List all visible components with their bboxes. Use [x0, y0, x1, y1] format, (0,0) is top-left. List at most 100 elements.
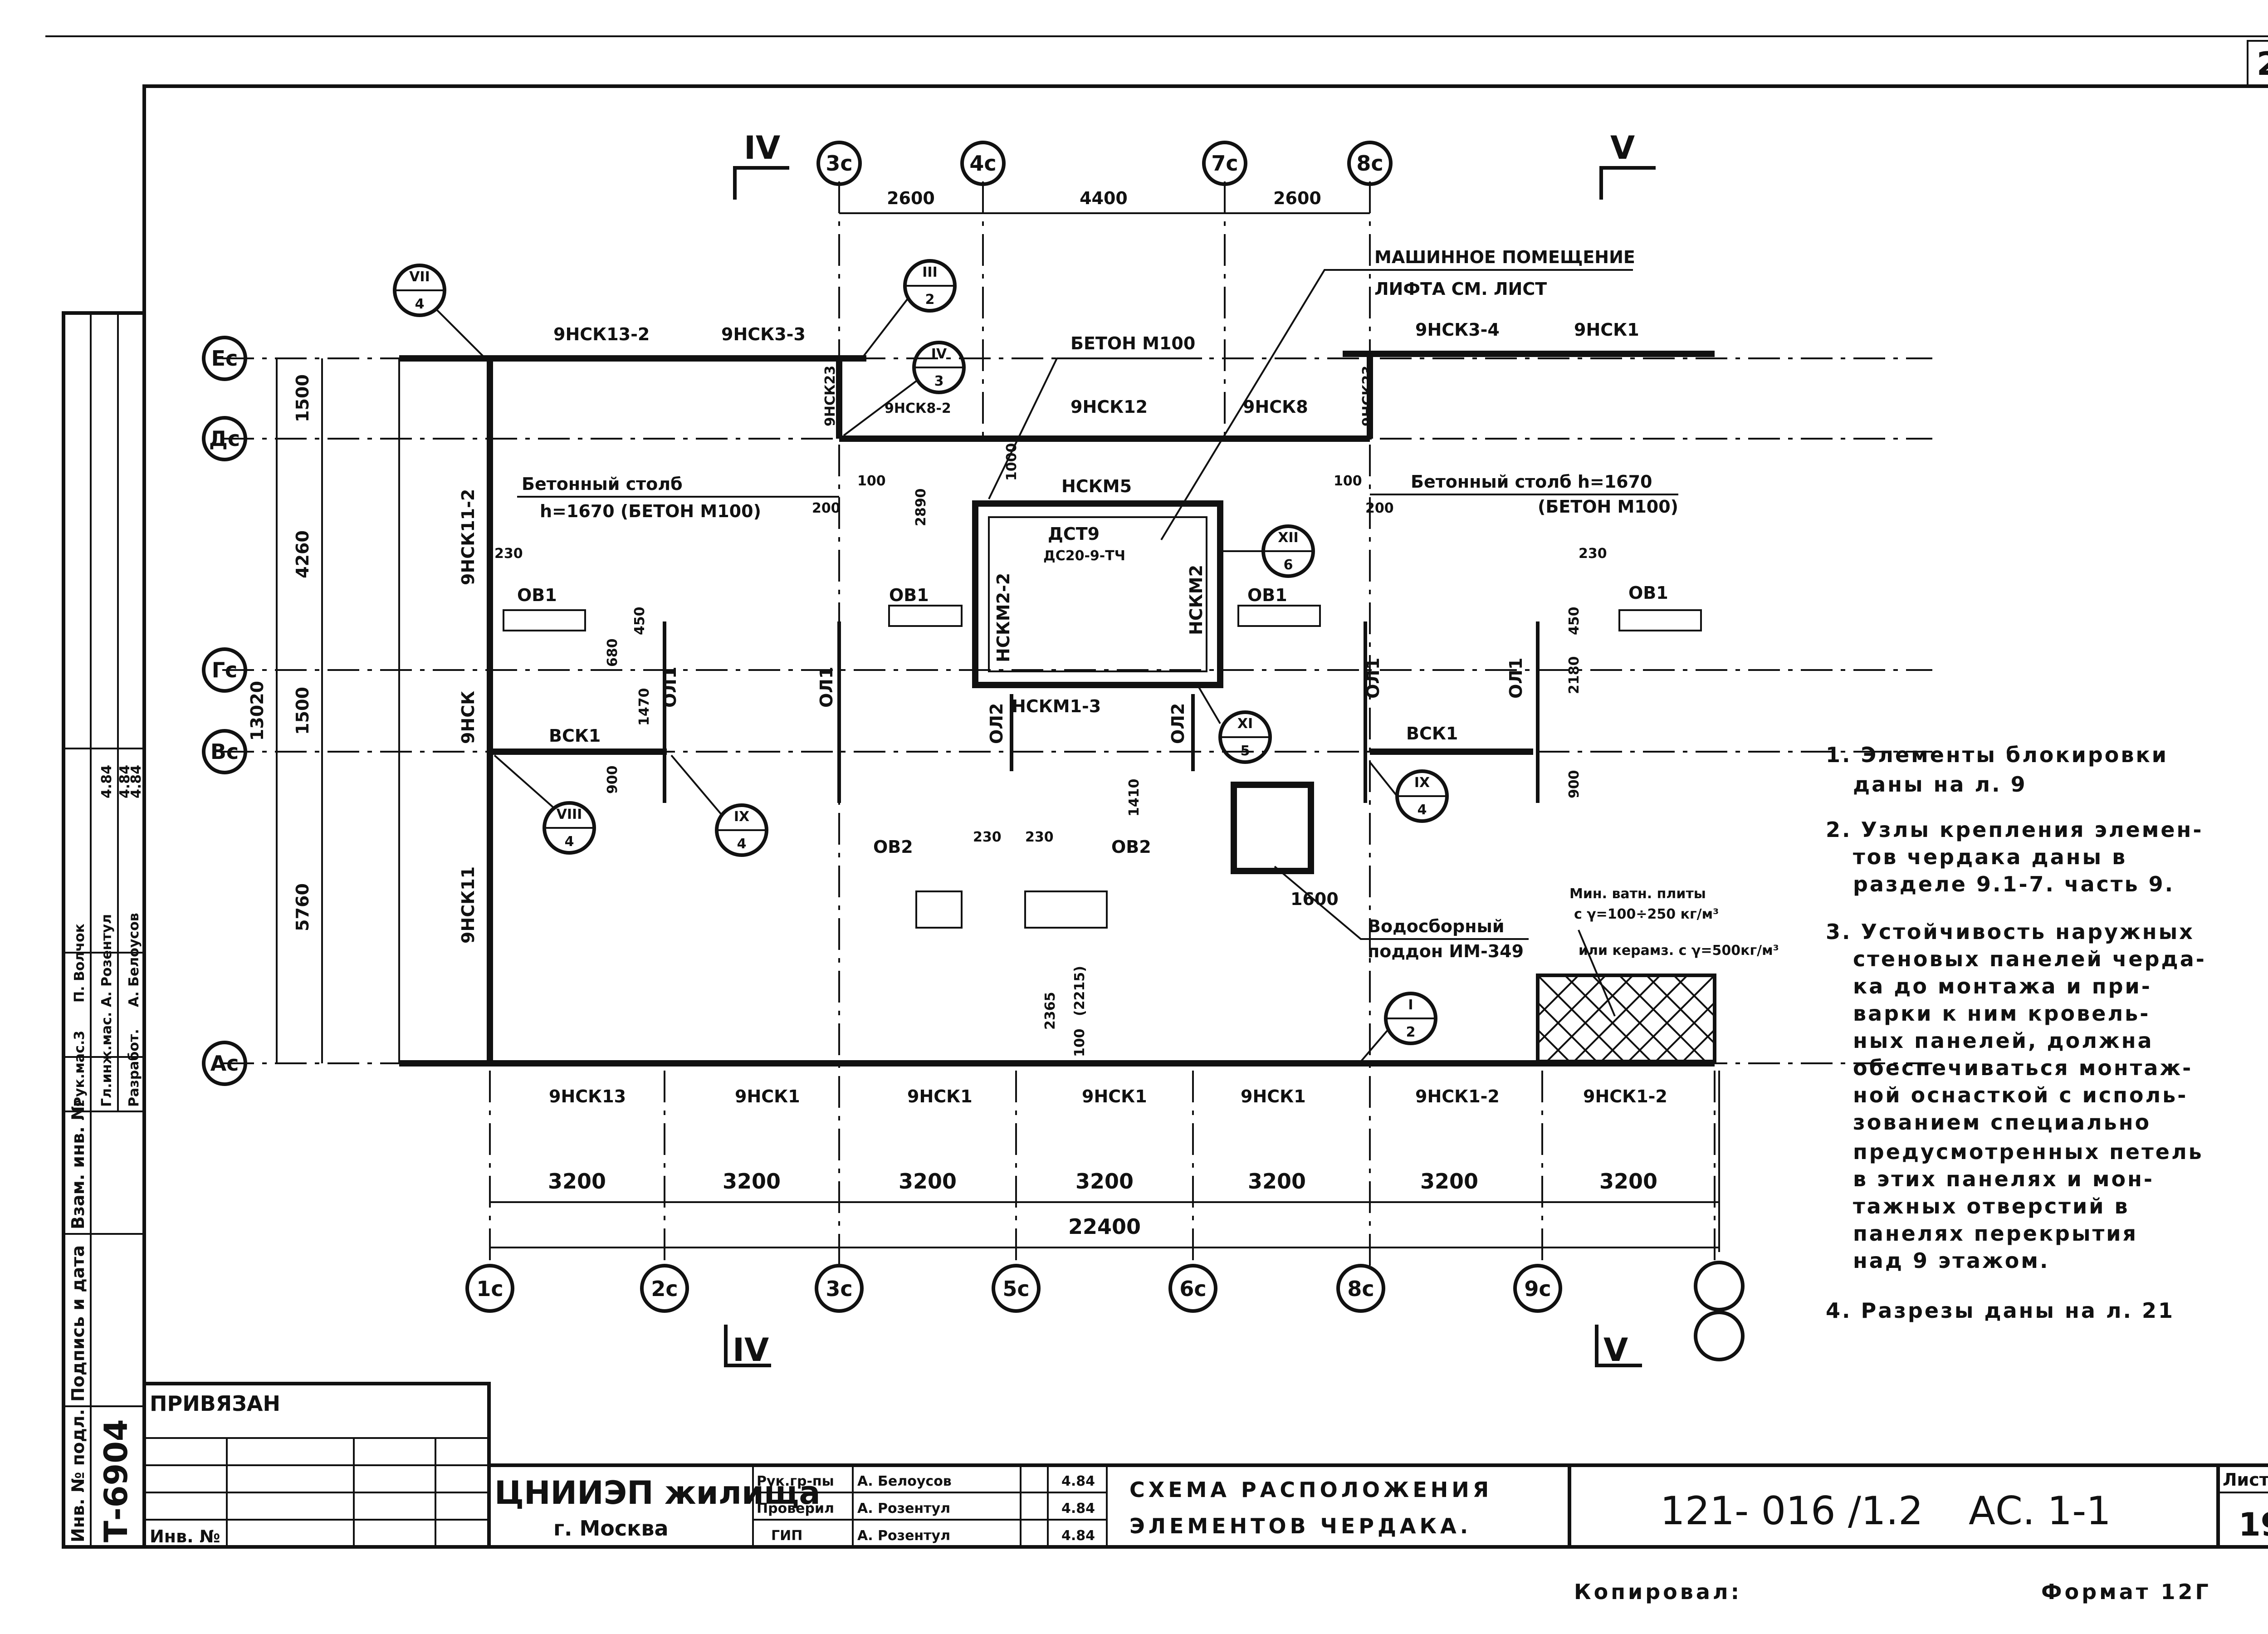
- svg-text:ОВ1: ОВ1: [889, 585, 929, 605]
- svg-text:200: 200: [1365, 500, 1394, 516]
- empty-bubble: [1694, 1261, 1745, 1311]
- svg-text:4: 4: [737, 836, 747, 852]
- inv-no-label: Инв. №: [150, 1526, 220, 1546]
- label-vsk1-left: ВСК1: [549, 726, 601, 746]
- axis-bubble-Ac: Ас: [202, 1041, 247, 1086]
- svg-text:5с: 5с: [1002, 1277, 1029, 1301]
- svg-text:230: 230: [1579, 546, 1607, 562]
- svg-text:1. Элементы блокировки: 1. Элементы блокировки: [1826, 743, 2168, 767]
- axis-bubble-Vc: Вс: [202, 729, 247, 774]
- svg-text:1470: 1470: [636, 688, 652, 726]
- svg-text:ОВ2: ОВ2: [1111, 837, 1151, 857]
- svg-text:4.84: 4.84: [117, 765, 133, 798]
- svg-text:4: 4: [565, 834, 574, 850]
- svg-text:ОВ2: ОВ2: [873, 837, 913, 857]
- svg-text:3200: 3200: [1420, 1169, 1478, 1194]
- label-nskm1-3: НСКМ1-3: [1012, 696, 1101, 716]
- org-city: г. Москва: [553, 1516, 669, 1541]
- svg-text:или керамз. с γ=500кг/м³: или керамз. с γ=500кг/м³: [1579, 943, 1779, 959]
- svg-text:Ес: Ес: [211, 346, 238, 371]
- svg-text:ОЛ1: ОЛ1: [1506, 658, 1526, 699]
- svg-text:Вс: Вс: [210, 739, 239, 764]
- svg-text:22400: 22400: [1068, 1214, 1141, 1239]
- label-9nsk3-4: 9НСК3-4: [1415, 320, 1500, 340]
- svg-text:Бетонный столб: Бетонный столб: [522, 474, 683, 494]
- notes: 1. Элементы блокировки даны на л. 9 2. У…: [1826, 743, 2204, 1323]
- svg-text:4с: 4с: [969, 151, 996, 176]
- svg-text:П. Волчок: П. Волчок: [72, 924, 88, 1003]
- svg-text:XI: XI: [1237, 716, 1253, 732]
- svg-text:IX: IX: [1414, 775, 1430, 791]
- svg-text:Инв. № подл.: Инв. № подл.: [68, 1409, 88, 1542]
- svg-text:IX: IX: [734, 809, 749, 825]
- bottom-el-1: 9НСК13: [549, 1086, 626, 1106]
- svg-text:1410: 1410: [1126, 779, 1142, 817]
- svg-text:4.84: 4.84: [128, 765, 144, 798]
- svg-text:даны на л. 9: даны на л. 9: [1853, 772, 2027, 797]
- dimensions: 2600 4400 2600 3200 3200 3200 3200 3200 …: [247, 188, 1720, 1252]
- label-nskm2: НСКМ2: [1186, 565, 1206, 635]
- svg-text:900: 900: [1566, 770, 1582, 798]
- svg-text:2180: 2180: [1566, 656, 1582, 695]
- svg-text:Проверил: Проверил: [757, 1501, 834, 1517]
- svg-text:2. Узлы крепления элемен-: 2. Узлы крепления элемен-: [1826, 817, 2203, 842]
- svg-text:3200: 3200: [1248, 1169, 1306, 1194]
- svg-text:680: 680: [605, 638, 621, 667]
- svg-text:ной оснасткой с исполь-: ной оснасткой с исполь-: [1853, 1083, 2188, 1107]
- axis-bubble-3c: 3с: [815, 1264, 864, 1313]
- svg-text:2: 2: [1406, 1024, 1416, 1040]
- label-9nsk12: 9НСК12: [1070, 397, 1148, 417]
- svg-text:ОЛ1: ОЛ1: [816, 667, 836, 708]
- axis-bubble-1c: 1с: [465, 1264, 514, 1313]
- svg-text:с γ=100÷250 кг/м³: с γ=100÷250 кг/м³: [1574, 906, 1719, 922]
- side-stamp: Рук.мас.3 Гл.инж.мас. Разработ. П. Волчо…: [62, 311, 146, 1549]
- label-9nsk23-right: 9НСК23: [1360, 366, 1376, 426]
- axis-bubble-9c: 9с: [1513, 1264, 1562, 1313]
- svg-text:2890: 2890: [913, 489, 929, 527]
- svg-text:тов чердака даны в: тов чердака даны в: [1853, 845, 2127, 869]
- svg-text:над 9 этажом.: над 9 этажом.: [1853, 1248, 2049, 1273]
- label-9nsk1-top: 9НСК1: [1574, 320, 1639, 340]
- axis-bubble-8c: 8с: [1336, 1264, 1385, 1313]
- svg-text:А. Розентул: А. Розентул: [99, 914, 115, 1007]
- bottom-el-5: 9НСК1: [1241, 1086, 1306, 1106]
- svg-text:2365: 2365: [1042, 992, 1058, 1030]
- svg-text:3200: 3200: [1599, 1169, 1657, 1194]
- svg-text:1500: 1500: [293, 374, 313, 422]
- svg-text:100: 100: [857, 473, 886, 489]
- svg-text:Гс: Гс: [212, 658, 238, 682]
- svg-text:ОВ1: ОВ1: [1628, 583, 1668, 603]
- svg-text:6с: 6с: [1179, 1277, 1206, 1301]
- svg-text:100: 100: [1072, 1028, 1088, 1057]
- svg-text:3. Устойчивость наружных: 3. Устойчивость наружных: [1826, 920, 2195, 944]
- axis-bubble-2c: 2с: [640, 1264, 689, 1313]
- element-labels: 9НСК13-2 9НСК3-3 9НСК3-4 9НСК1 9НСК11-2 …: [458, 320, 1668, 1106]
- svg-text:2: 2: [925, 292, 935, 308]
- svg-text:450: 450: [632, 607, 648, 635]
- axis-bubbles: 3с 4с 7с 8с 1с 2с 3с 5с 6с 8с 9с Ес Дс Г…: [202, 141, 1745, 1361]
- svg-text:3с: 3с: [826, 1277, 852, 1301]
- svg-text:А. Белоусов: А. Белоусов: [857, 1473, 952, 1489]
- svg-text:(БЕТОН М100): (БЕТОН М100): [1538, 497, 1678, 517]
- svg-text:4. Разрезы даны на л. 21: 4. Разрезы даны на л. 21: [1826, 1298, 2175, 1323]
- svg-text:1с: 1с: [476, 1277, 503, 1301]
- svg-text:h=1670 (БЕТОН М100): h=1670 (БЕТОН М100): [540, 501, 761, 521]
- section-mark-V-bottom: V: [1595, 1325, 1642, 1369]
- svg-text:предусмотренных петель: предусмотренных петель: [1853, 1140, 2204, 1164]
- axis-bubble-5c: 5с: [992, 1264, 1041, 1313]
- title-block: ПРИВЯЗАН Инв. № ЦНИИЭП жилища г. Москва …: [142, 1382, 2268, 1549]
- svg-text:МАШИННОЕ ПОМЕЩЕНИЕ: МАШИННОЕ ПОМЕЩЕНИЕ: [1374, 247, 1635, 267]
- svg-text:9с: 9с: [1524, 1277, 1551, 1301]
- svg-text:ОЛ1: ОЛ1: [1363, 658, 1383, 699]
- axis-bubble-6c: 6с: [1168, 1264, 1217, 1313]
- node-ref-IX-4-right: IX4: [1369, 761, 1449, 823]
- svg-text:Т-6904: Т-6904: [98, 1419, 135, 1542]
- corner-sheet-number: 20: [2257, 45, 2268, 83]
- svg-text:8с: 8с: [1347, 1277, 1374, 1301]
- svg-text:4.84: 4.84: [1061, 1528, 1095, 1544]
- svg-text:4: 4: [415, 296, 425, 312]
- svg-text:8с: 8с: [1356, 151, 1383, 176]
- svg-text:ных панелей, должна: ных панелей, должна: [1853, 1028, 2154, 1053]
